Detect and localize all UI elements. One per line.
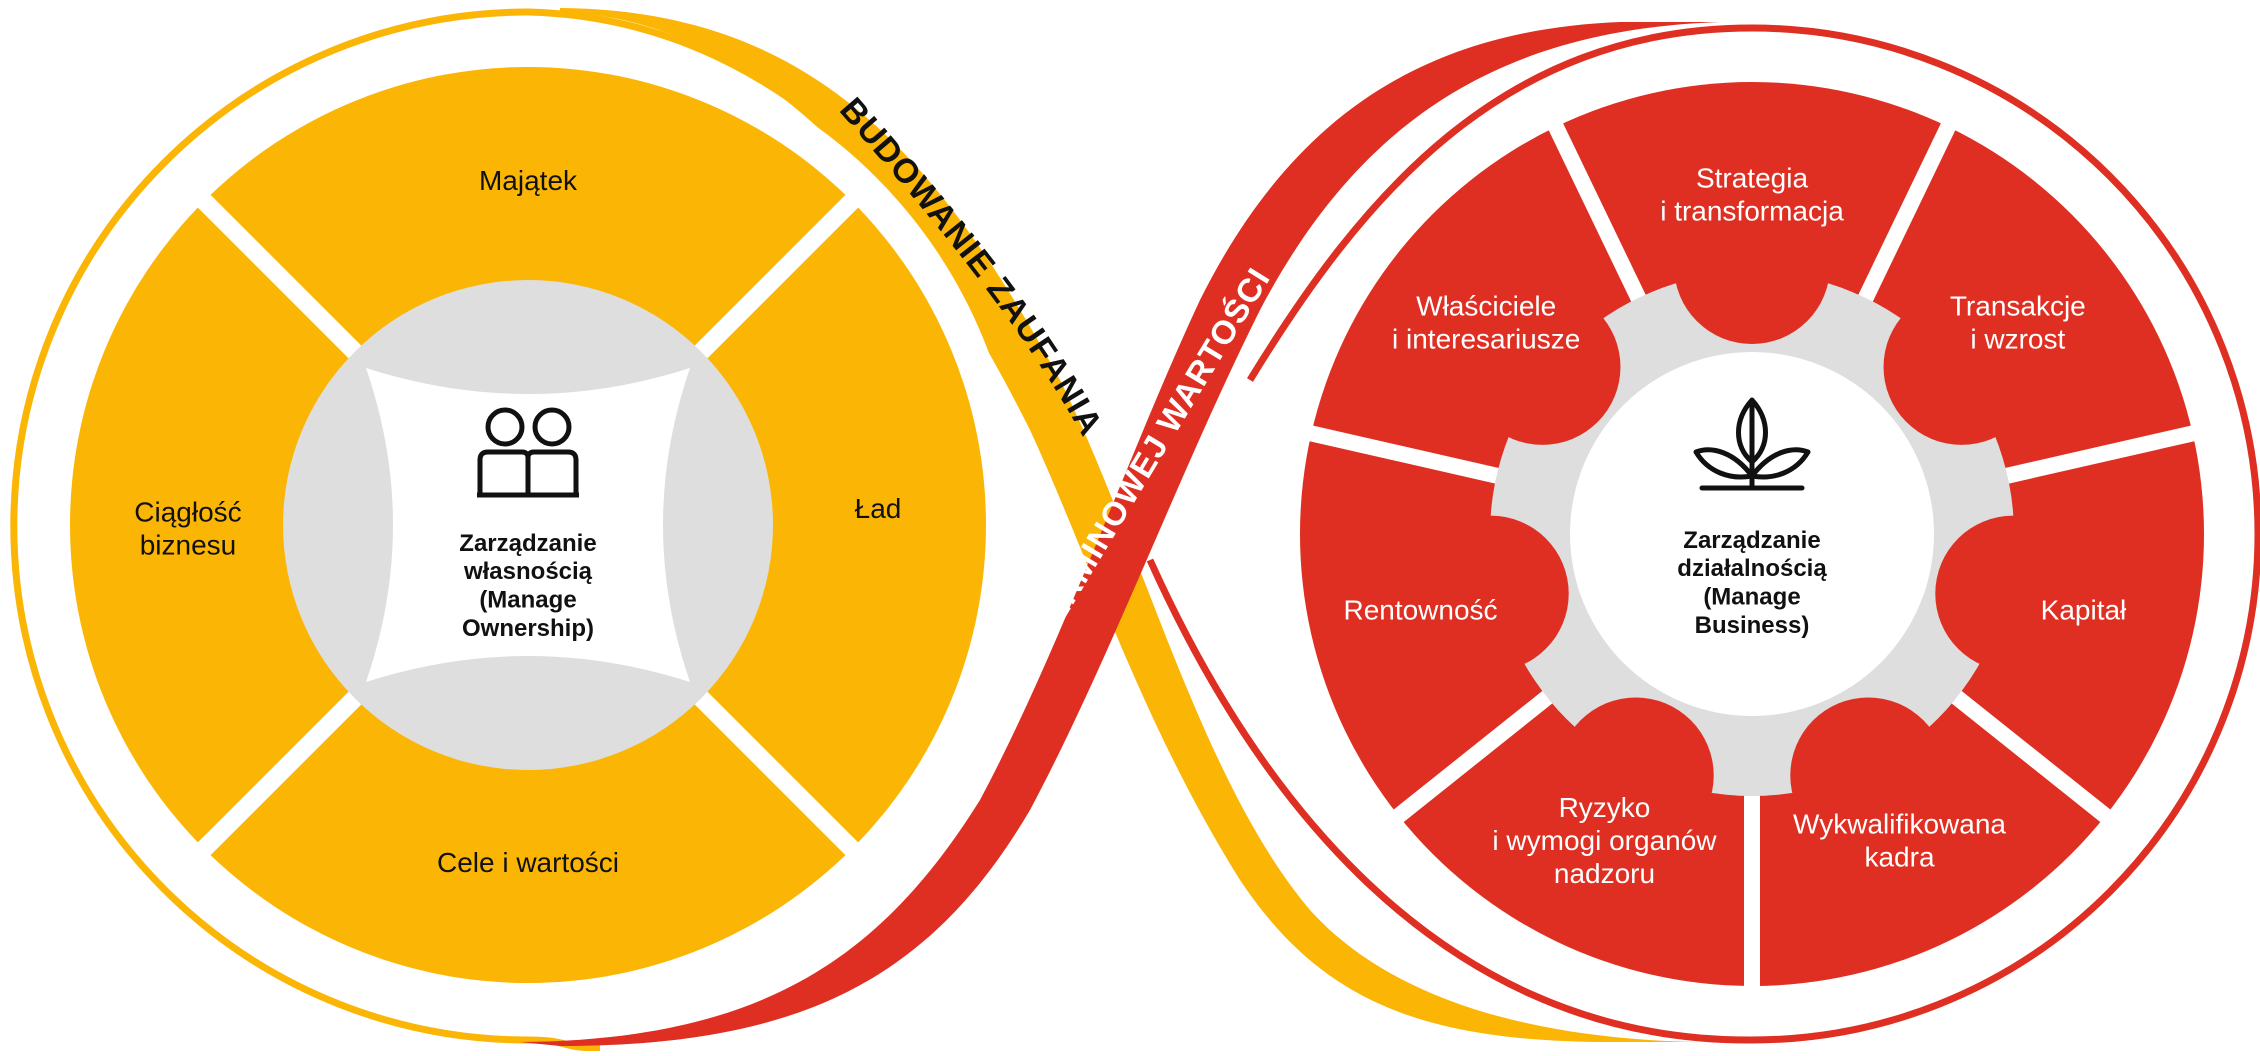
segment-kapital-label-line: Kapitał (2041, 594, 2127, 625)
plant-sprout-icon (1693, 397, 1811, 491)
segment-rentownosc-label: Rentowność (1343, 594, 1497, 625)
segment-rentownosc-bump (1412, 515, 1569, 672)
segment-kadra-label-line: kadra (1864, 842, 1934, 873)
segment-strategia-bump (1674, 188, 1830, 344)
segment-ryzyko-bump (1557, 697, 1714, 854)
segment-strategia-label-line: i transformacja (1660, 195, 1844, 226)
segment-strategia-label-line: Strategia (1696, 162, 1808, 193)
segment-kapital-label: Kapitał (2041, 594, 2127, 625)
segment-transakcje-label-line: i wzrost (1970, 323, 2065, 354)
segment-cele-wartosci-label: Cele i wartości (437, 847, 619, 878)
manage-ownership-title-block-line: własnością (463, 558, 593, 585)
segment-ryzyko-label-line: nadzoru (1554, 858, 1655, 889)
manage-ownership-title-block-line: Ownership) (462, 615, 594, 642)
segment-majatek-label-line: Majątek (479, 165, 578, 196)
manage-business-title-block-line: Zarządzanie (1683, 527, 1820, 554)
segment-wlasciciele-label-line: i interesariusze (1392, 323, 1580, 354)
segment-lad-label: Ład (855, 493, 902, 524)
manage-ownership-title-block-line: Zarządzanie (459, 530, 596, 557)
segment-kadra-bump (1790, 697, 1947, 854)
right-grey-bumps (1412, 188, 2092, 854)
manage-business-title-block-line: Business) (1695, 612, 1810, 639)
segment-ryzyko-label-line: i wymogi organów (1492, 825, 1717, 856)
red-outer-ring (1146, 24, 2260, 1044)
right-center-disc (1570, 352, 1934, 716)
segment-majatek-label: Majątek (479, 165, 578, 196)
segment-wlasciciele-label-line: Właściciele (1416, 290, 1556, 321)
manage-business-title-block-line: działalnością (1677, 555, 1827, 582)
manage-business-title-block-line: (Manage (1703, 584, 1800, 611)
segment-ciaglosc-biznesu-label-line: Ciągłość (134, 496, 241, 527)
two-people-icon (477, 407, 579, 498)
left-center-star (366, 368, 690, 682)
segment-ryzyko-label-line: Ryzyko (1559, 792, 1651, 823)
segment-rentownosc-label-line: Rentowność (1343, 594, 1497, 625)
segment-cele-wartosci-label-line: Cele i wartości (437, 847, 619, 878)
segment-transakcje-label-line: Transakcje (1950, 290, 2086, 321)
segment-kapital-bump (1935, 515, 2092, 672)
ribbon-value (520, 22, 1720, 1046)
segment-wlasciciele-bump (1464, 288, 1621, 445)
segment-kadra-label-line: Wykwalifikowana (1793, 809, 2006, 840)
segment-ciaglosc-biznesu-label-line: biznesu (140, 529, 237, 560)
manage-ownership-title-block-line: (Manage (479, 587, 576, 614)
segment-transakcje-bump (1883, 288, 2040, 445)
segment-lad-label-line: Ład (855, 493, 902, 524)
